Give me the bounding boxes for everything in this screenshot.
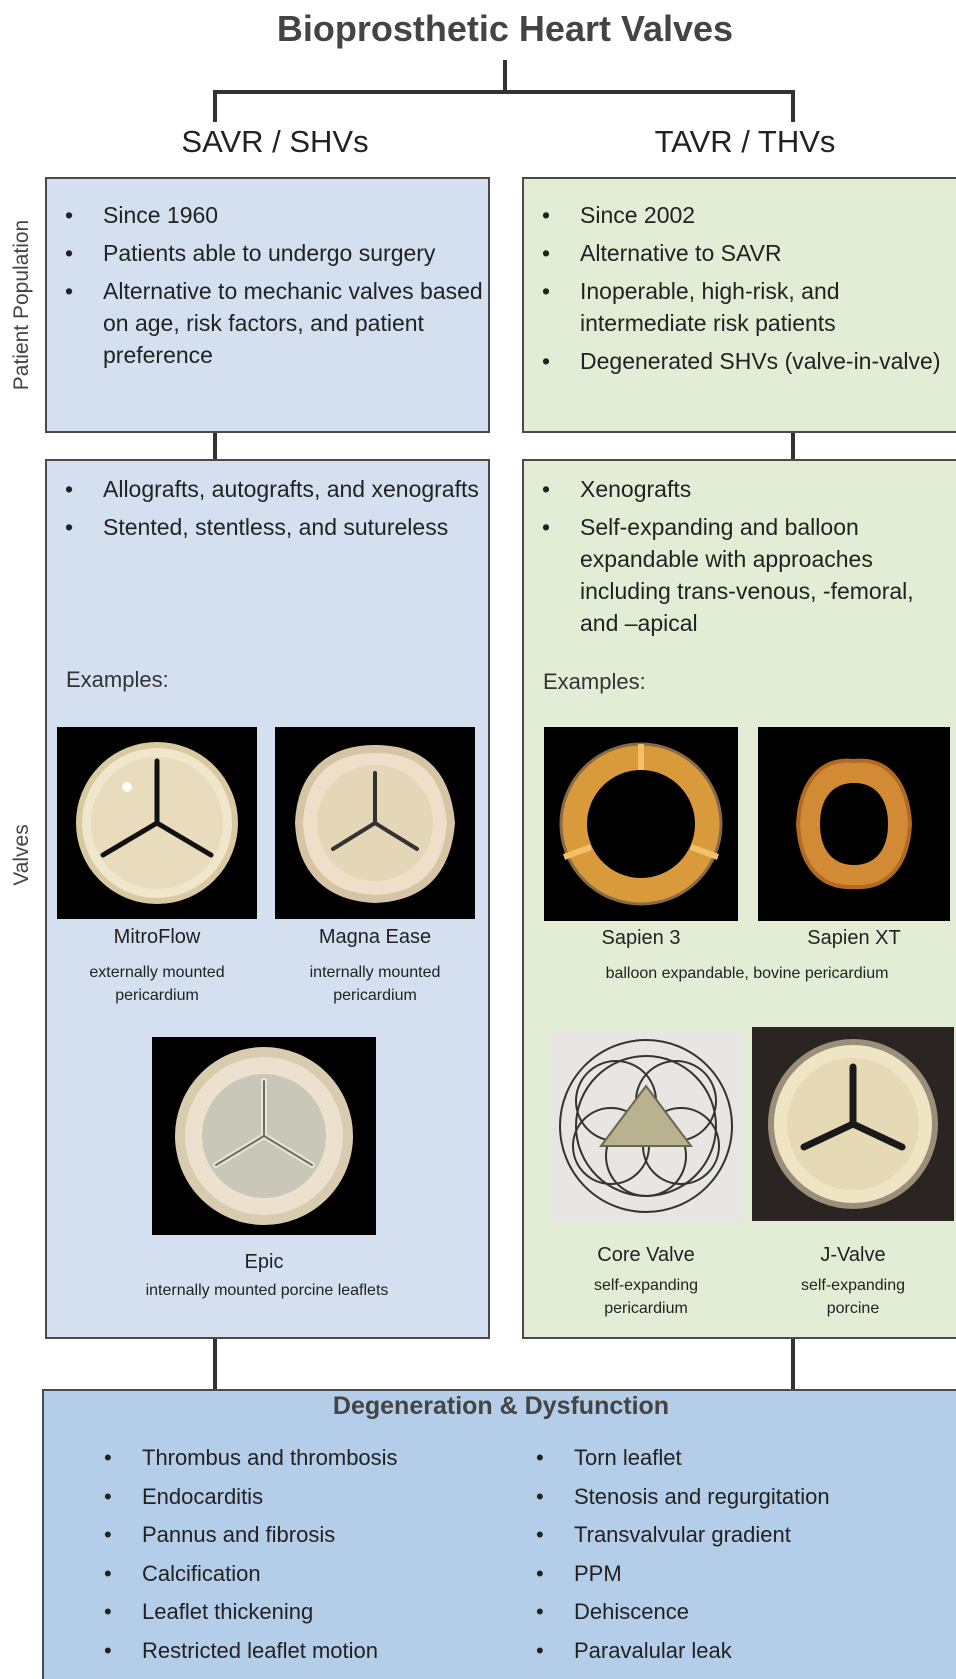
list-item: Calcification [104, 1561, 484, 1600]
core-valve-description: self-expanding pericardium [566, 1274, 726, 1320]
list-item: Since 2002 [524, 199, 956, 231]
core-valve-image [551, 1031, 741, 1221]
list-item: Thrombus and thrombosis [104, 1445, 484, 1484]
sapien-xt-name: Sapien XT [758, 927, 950, 950]
list-item: PPM [536, 1561, 936, 1600]
list-item: Torn leaflet [536, 1445, 936, 1484]
tavr-valves-box: Xenografts Self-expanding and balloon ex… [522, 459, 956, 1339]
list-item: Inoperable, high-risk, and intermediate … [524, 275, 956, 339]
list-item: Endocarditis [104, 1484, 484, 1523]
connector-title-stem [503, 60, 507, 92]
magna-ease-name: Magna Ease [275, 926, 475, 949]
list-item: Alternative to mechanic valves based on … [47, 275, 488, 371]
list-item: Stented, stentless, and sutureless [47, 511, 488, 543]
sapien-3-name: Sapien 3 [544, 927, 738, 950]
mitroflow-valve-image [57, 727, 257, 919]
degeneration-list-right: Torn leaflet Stenosis and regurgitation … [536, 1445, 936, 1676]
j-valve-name: J-Valve [752, 1244, 954, 1267]
list-item: Since 1960 [47, 199, 488, 231]
tavr-population-list: Since 2002 Alternative to SAVR Inoperabl… [524, 199, 956, 377]
sapien-xt-valve-image [758, 727, 950, 921]
mitroflow-name: MitroFlow [57, 926, 257, 949]
connector-savr-pop-valves [213, 433, 217, 459]
list-item: Degenerated SHVs (valve-in-valve) [524, 345, 956, 377]
connector-left-drop [213, 90, 217, 122]
list-item: Restricted leaflet motion [104, 1638, 484, 1677]
savr-valves-box: Allografts, autografts, and xenografts S… [45, 459, 490, 1339]
list-item: Self-expanding and balloon expandable wi… [524, 511, 956, 639]
connector-right-drop [791, 90, 795, 122]
list-item: Alternative to SAVR [524, 237, 956, 269]
savr-population-box: Since 1960 Patients able to undergo surg… [45, 177, 490, 433]
j-valve-image [752, 1027, 954, 1221]
connector-title-bar [213, 90, 795, 94]
list-item: Paravalular leak [536, 1638, 936, 1677]
row-label-valves: Valves [10, 815, 34, 895]
tavr-examples-label: Examples: [543, 669, 646, 695]
list-item: Leaflet thickening [104, 1599, 484, 1638]
list-item: Xenografts [524, 473, 956, 505]
epic-valve-image [152, 1037, 376, 1235]
epic-description: internally mounted porcine leaflets [87, 1279, 447, 1302]
row-label-patient-population: Patient Population [10, 215, 34, 395]
mitroflow-description: externally mounted pericardium [67, 961, 247, 1007]
savr-heading: SAVR / SHVs [110, 124, 440, 160]
tavr-valves-list: Xenografts Self-expanding and balloon ex… [524, 473, 956, 639]
list-item: Stenosis and regurgitation [536, 1484, 936, 1523]
list-item: Pannus and fibrosis [104, 1522, 484, 1561]
epic-name: Epic [152, 1251, 376, 1274]
connector-tavr-degeneration [791, 1339, 795, 1389]
j-valve-description: self-expanding porcine [778, 1274, 928, 1320]
list-item: Transvalvular gradient [536, 1522, 936, 1561]
savr-valves-list: Allografts, autografts, and xenografts S… [47, 473, 488, 543]
savr-population-list: Since 1960 Patients able to undergo surg… [47, 199, 488, 371]
magna-ease-description: internally mounted pericardium [285, 961, 465, 1007]
list-item: Patients able to undergo surgery [47, 237, 488, 269]
list-item: Allografts, autografts, and xenografts [47, 473, 488, 505]
magna-ease-valve-image [275, 727, 475, 919]
connector-savr-degeneration [213, 1339, 217, 1389]
savr-examples-label: Examples: [66, 667, 169, 693]
list-item: Dehiscence [536, 1599, 936, 1638]
tavr-heading: TAVR / THVs [580, 124, 910, 160]
degeneration-title: Degeneration & Dysfunction [42, 1392, 956, 1421]
degeneration-list-left: Thrombus and thrombosis Endocarditis Pan… [104, 1445, 484, 1676]
sapien-shared-description: balloon expandable, bovine pericardium [544, 962, 950, 985]
core-valve-name: Core Valve [551, 1244, 741, 1267]
connector-tavr-pop-valves [791, 433, 795, 459]
sapien-3-valve-image [544, 727, 738, 921]
diagram-title: Bioprosthetic Heart Valves [0, 8, 956, 50]
tavr-population-box: Since 2002 Alternative to SAVR Inoperabl… [522, 177, 956, 433]
